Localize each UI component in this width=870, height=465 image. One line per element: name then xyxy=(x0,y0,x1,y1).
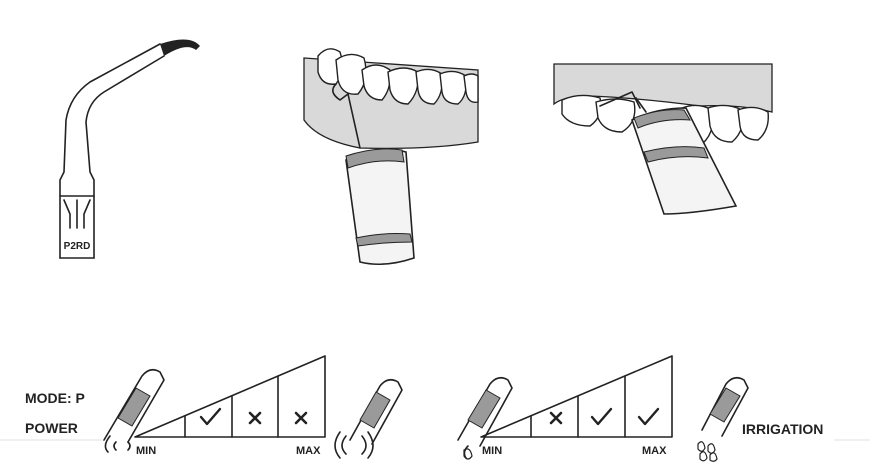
power-check-icon xyxy=(199,407,222,426)
irrigation-min-label: MIN xyxy=(482,445,502,457)
power-cross-icon xyxy=(294,411,308,425)
power-wedge xyxy=(134,355,326,438)
tip-model-label: P2RD xyxy=(64,241,91,252)
irrigation-max-label: MAX xyxy=(642,445,667,457)
power-min-label: MIN xyxy=(136,445,156,457)
power-cross-icon xyxy=(248,411,262,425)
irrigation-check-icon xyxy=(637,407,660,426)
lower-jaw-illustration xyxy=(303,48,479,266)
high-water-drops-icon xyxy=(697,441,718,462)
power-scale: MIN MAX xyxy=(103,355,403,459)
power-max-label: MAX xyxy=(296,445,321,457)
irrigation-label: IRRIGATION xyxy=(742,421,823,437)
tip-illustration: P2RD xyxy=(59,39,200,259)
low-water-drop-icon xyxy=(463,448,473,460)
upper-jaw-illustration xyxy=(553,63,773,215)
tip-dark-end xyxy=(160,39,200,56)
high-vibration-icon xyxy=(334,431,374,459)
mode-label: MODE: P xyxy=(25,390,85,406)
irrigation-cross-icon xyxy=(549,411,563,425)
irrigation-check-icon xyxy=(590,407,613,426)
low-vibration-icon xyxy=(113,441,131,451)
irrigation-scale: MIN MAX xyxy=(457,355,749,462)
irrigation-wedge xyxy=(480,355,673,438)
power-label: POWER xyxy=(25,420,78,436)
